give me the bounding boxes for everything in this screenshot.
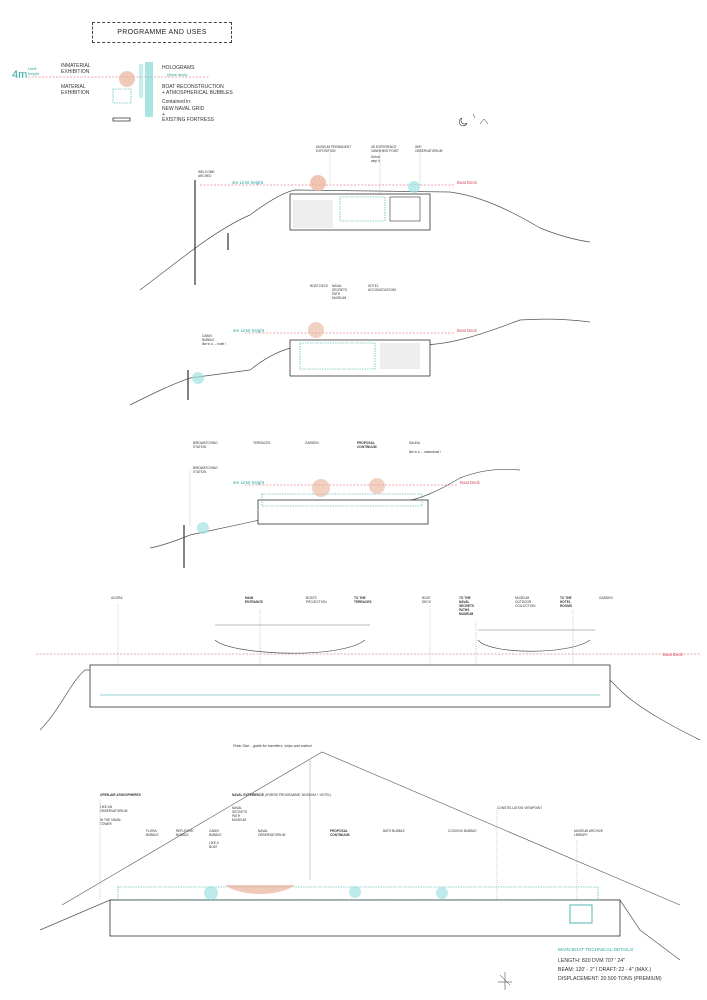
sheet-title: PROGRAMME AND USES <box>92 22 232 43</box>
section-5 <box>39 751 681 990</box>
s5-label-tower: IN THE NAVAL TOWER <box>100 818 122 826</box>
s3-label-terraces: TERRACES <box>253 441 271 445</box>
legend-item-grid: NEW NAVAL GRID + <box>162 106 205 118</box>
s5-label-observatorium: LIKE AN OBSERVATORIUM <box>100 805 128 813</box>
s3-boat-deck: Boat Deck <box>460 480 480 485</box>
s5-label-reflexive: REFLEXIVE BUBBLE <box>176 829 194 837</box>
s1-fortress <box>289 193 431 231</box>
s5-label-bath: BATH BUBBLE <box>383 829 405 833</box>
s1-label-museum: MUSEUM PERMANENT EXPOSITION <box>316 145 352 153</box>
legend-bubble-icon <box>119 71 135 87</box>
s5-label-flora: FLORA BUBBLE <box>146 829 159 837</box>
tech-line-beam: BEAM: 120' - 2" I DRAFT: 22 - 4" (MAX.) <box>558 967 652 973</box>
s5-label-proposal: PROPOSAL CONTINUUM <box>330 829 350 837</box>
tech-heading: MAIN BOAT TECHNICAL DETAILS <box>558 948 634 953</box>
section-4 <box>36 604 701 741</box>
s4-label-terraces: TO THE TERRACES <box>354 596 372 604</box>
tech-line-displacement: DISPLACEMENT: 20.500 TONS (PREMIUM) <box>558 976 662 982</box>
s3-limit-height: 4m Limit height <box>233 480 265 485</box>
legend-grid-icon <box>112 88 132 104</box>
legend-boat-deck-tag: (Boat deck) <box>167 72 188 77</box>
s4-label-outdoor: MUSEUM OUTDOOR COLLECTION <box>515 596 536 608</box>
legend-item-boat: BOAT RECONSTRUCTION + ATMOSPHERICAL BUBB… <box>162 84 233 96</box>
moon-symbol <box>458 113 489 127</box>
anchor-icon <box>498 972 512 990</box>
s2-label-boatdeck: BOAT DECK <box>310 284 329 288</box>
legend-item-holograms: HOLOGRAMS <box>162 65 195 71</box>
s2-label-cabin: CABIN BUBBLE <box>202 334 215 342</box>
s4-boat-deck: Boat Deck <box>663 652 683 657</box>
legend-item-fortress: EXISTING FORTRESS <box>162 117 214 123</box>
legend-item-contained: Contained in: <box>162 99 192 105</box>
s3-label-garden: GARDEN <box>305 441 319 445</box>
s5-boat <box>225 885 295 894</box>
s1-label-welcome: WELCOME ARCHED <box>198 170 215 178</box>
s4-label-naval: TO THE NAVAL SECRETS PATHS MUSEUM <box>459 596 475 616</box>
s5-experience-rest: (HYBRID PROGRAMME: MUSEUM + HOTEL) <box>263 793 332 797</box>
legend-hologram-bar-2 <box>139 64 143 98</box>
s4-label-garden: GARDEN <box>599 596 613 600</box>
s1-label-debut: Debut step II <box>371 155 380 163</box>
s2-label-likehotel: like in a ... hotel ! <box>202 342 226 346</box>
s2-label-naval: NAVAL SECRETS PATH MUSEUM <box>332 284 348 300</box>
s4-label-agora: AGORA <box>111 596 123 600</box>
s3-label-bird2: BIRDWATCHING STATION <box>193 466 218 474</box>
s5-label-constellation: CONSTELLATION VIEWPOINT <box>497 806 543 810</box>
s4-boat-right <box>477 639 591 652</box>
s1-boat-deck: Boat Deck <box>457 180 477 185</box>
legend-material: MATERIAL EXHIBITION <box>61 84 90 96</box>
section-2 <box>129 318 591 406</box>
s2-boat-deck: Boat Deck <box>457 328 477 333</box>
legend-limit-label: Limit height <box>28 66 39 76</box>
legend-immaterial: INMATERIAL EXHIBITION <box>61 63 91 75</box>
s4-label-boats: BOATS PROJECTION <box>306 596 327 604</box>
s3-fortress <box>257 499 429 525</box>
s5-label-openair: OPEN-AIR ATMOSPHERES <box>100 793 141 797</box>
s3-label-steamboat: like in a ... steamboat ! <box>409 450 441 454</box>
tech-line-length: LENGTH: 820 DVM 707 ' 24" <box>558 958 626 964</box>
s4-boat-left <box>214 639 366 654</box>
legend-hologram-bar <box>145 62 153 117</box>
s4-label-boatdeck: BOAT DECK <box>422 596 431 604</box>
s4-fortress <box>89 664 611 708</box>
s2-limit-height: 4m Limit height <box>233 328 265 333</box>
s5-label-archive: MUSEUM ARCHIVE LIBRARY <box>574 829 604 837</box>
s5-polar-note: Polar Star... guide for travellers, ship… <box>233 744 313 748</box>
s4-label-hotel: TO THE HOTEL ROOMS <box>560 596 573 608</box>
s5-fortress <box>109 899 621 937</box>
s4-label-main: MAIN ENTRANCE <box>245 596 263 604</box>
s5-label-cooking: COOKING BUBBLE <box>448 829 477 833</box>
legend-limit-value: 4m <box>12 69 28 81</box>
s5-label-naval-obs: NAVAL OBSERVATORIUM <box>258 829 286 837</box>
s1-limit-height: 4m Limit height <box>232 180 264 185</box>
s5-experience-bold: NAVAL EXPERIENCE <box>232 793 264 797</box>
s5-label-naval-secrets: NAVAL SECRETS PATH MUSEUM <box>232 806 248 822</box>
s3-label-bird: BIRDWATCHING STATION <box>193 441 218 449</box>
s1-label-wifi: WiFi OBSERVATORIUM <box>415 145 443 153</box>
s1-label-4d: 4D EXPERIENCE VANISHING POINT <box>371 145 399 153</box>
s3-label-proposal: PROPOSAL CONTINUUM <box>357 441 377 449</box>
s2-label-hotel: HOTEL ACCOMODATIONS <box>368 284 397 292</box>
s3-label-sauna: SAUNA <box>409 441 420 445</box>
s5-label-cabin: CABIN BUBBLE <box>209 829 222 837</box>
s5-experience: NAVAL EXPERIENCE (HYBRID PROGRAMME: MUSE… <box>232 793 331 797</box>
s5-label-likeboat: LIKE A BOAT <box>209 841 219 849</box>
legend-fortress-icon <box>112 117 131 122</box>
s2-fortress <box>289 339 431 377</box>
